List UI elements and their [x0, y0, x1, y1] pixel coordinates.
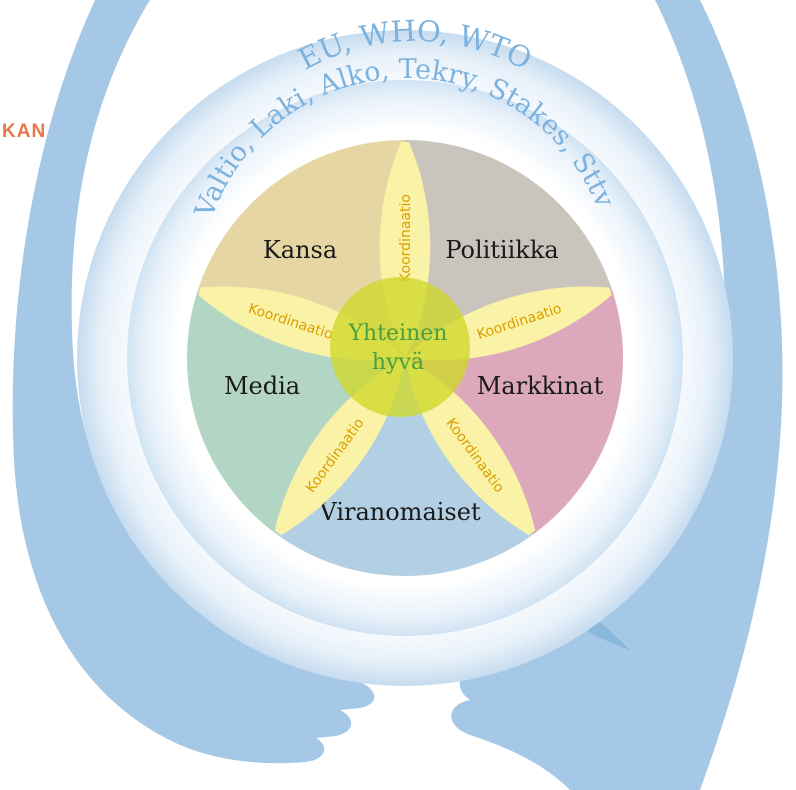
sector-label-viranomaiset: Viranomaiset: [318, 498, 481, 526]
center-label-line1: Yhteinen: [348, 321, 448, 346]
right-arm-shape: [451, 0, 783, 790]
logo-fragment-text: KAN: [2, 121, 47, 142]
sector-label-politiikka: Politiikka: [445, 236, 558, 264]
center-circle: [330, 277, 470, 417]
petal-label: Koordinaatio: [398, 194, 414, 282]
sector-label-markkinat: Markkinat: [477, 372, 604, 400]
left-arm-shape: [12, 0, 395, 764]
sector-viranomaiset: [276, 358, 534, 577]
center-label-line2: hyvä: [372, 350, 424, 375]
sector-label-kansa: Kansa: [263, 236, 337, 264]
sector-label-media: Media: [224, 372, 300, 400]
